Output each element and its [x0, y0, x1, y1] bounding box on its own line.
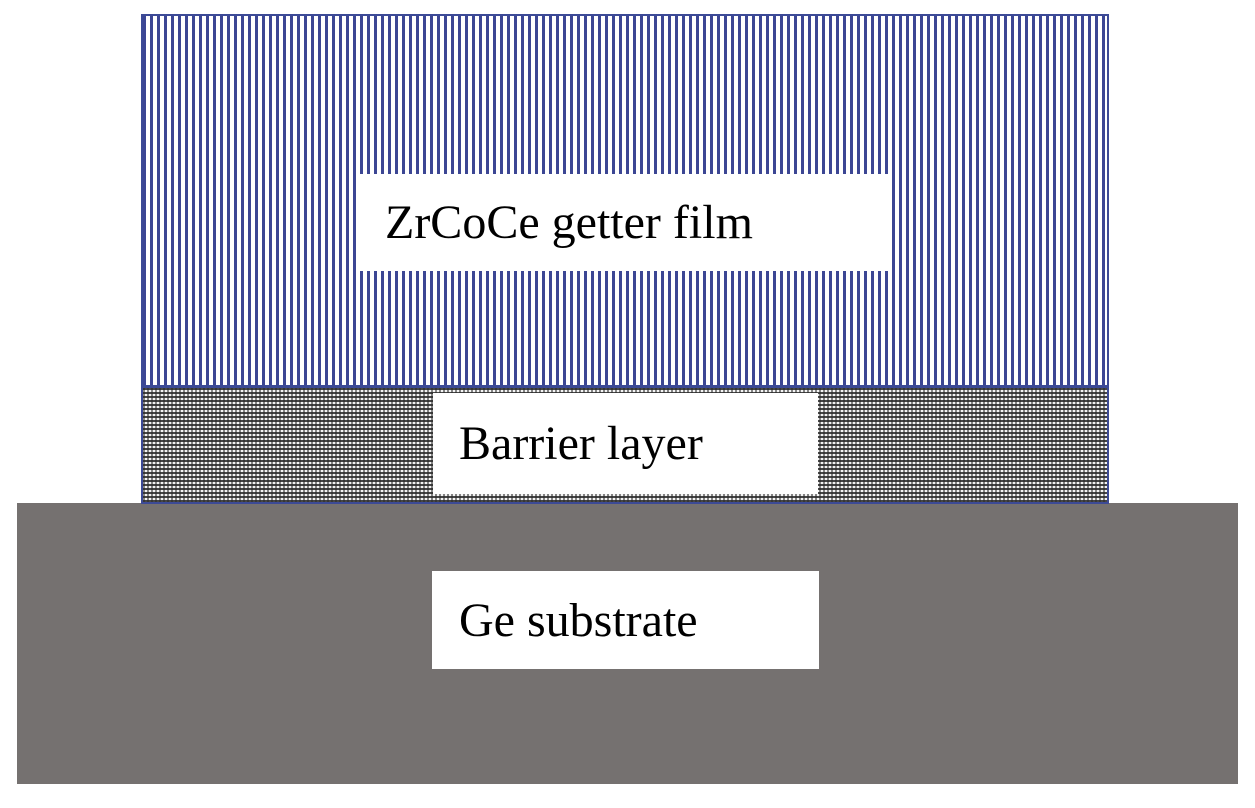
barrier-layer-label: Barrier layer [459, 417, 703, 470]
getter-film-label: ZrCoCe getter film [385, 196, 753, 249]
substrate-label-box: Ge substrate [432, 571, 819, 669]
barrier-layer-label-box: Barrier layer [433, 393, 818, 494]
getter-film-label-box: ZrCoCe getter film [357, 174, 892, 271]
substrate-label: Ge substrate [459, 593, 698, 647]
